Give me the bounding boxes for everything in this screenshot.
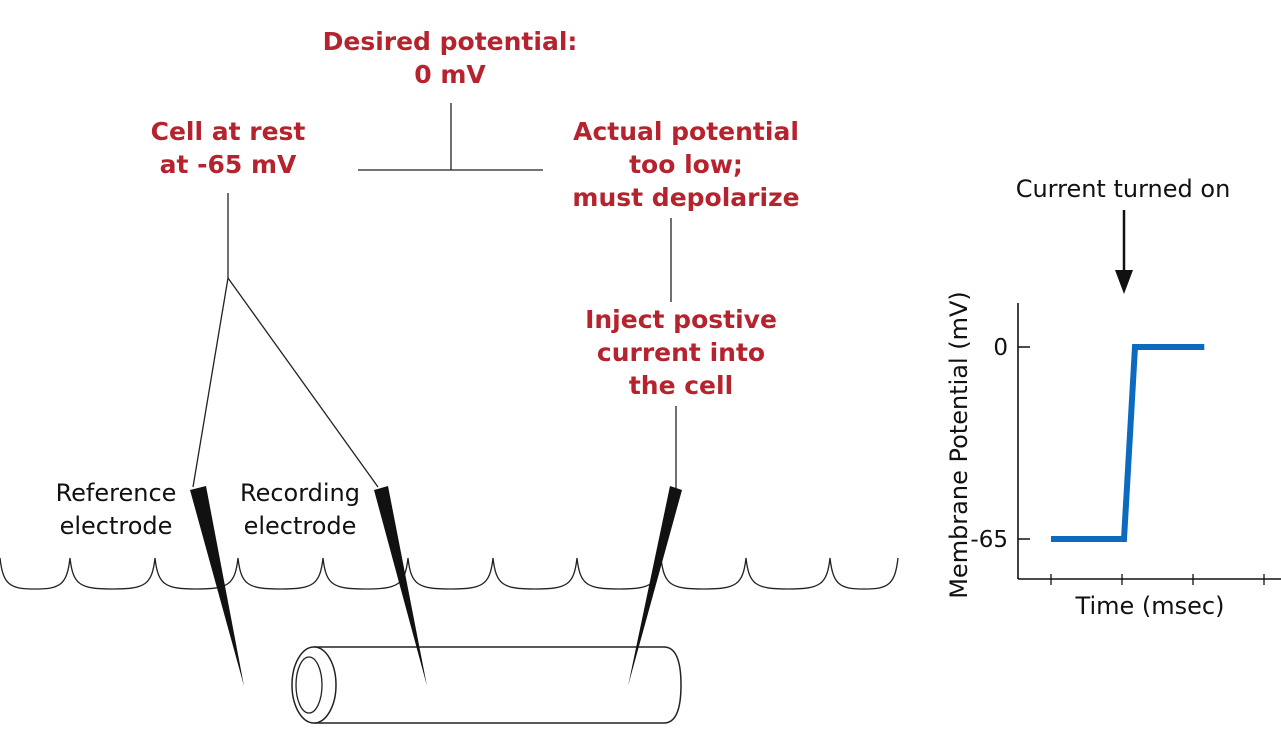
desired-potential-label-line1: Desired potential: <box>323 27 578 56</box>
comparison-bracket <box>358 103 543 171</box>
y-axis-ticks: 0 -65 <box>970 335 1030 553</box>
actual-potential-label-line3: must depolarize <box>572 183 799 212</box>
x-axis-label: Time (msec) <box>1075 592 1225 620</box>
potential-trace <box>1051 344 1205 542</box>
cell-at-rest-label-line2: at -65 mV <box>160 150 297 179</box>
connector-lines <box>192 193 677 490</box>
actual-potential-label-line1: Actual potential <box>573 117 799 146</box>
actual-potential-label-line2: too low; <box>629 150 743 179</box>
recording-electrode-label-line1: Recording <box>240 479 360 507</box>
x-axis-ticks <box>1050 574 1265 585</box>
recording-electrode <box>374 486 427 686</box>
current-electrode <box>628 486 682 686</box>
y-tick-label: 0 <box>993 335 1008 361</box>
reference-electrode <box>190 486 244 686</box>
reference-electrode-label-line2: electrode <box>60 512 173 540</box>
current-on-arrow-icon <box>1115 210 1133 294</box>
recording-electrode-label-line2: electrode <box>244 512 357 540</box>
bath-surface <box>0 557 899 590</box>
y-tick-label: -65 <box>970 527 1008 553</box>
cell-at-rest-label-line1: Cell at rest <box>151 117 306 146</box>
membrane-potential-chart: Current turned on 0 -65 Time (msec) Membr… <box>945 175 1281 620</box>
chart-axes <box>1017 303 1281 580</box>
y-axis-label: Membrane Potential (mV) <box>945 291 973 599</box>
reference-electrode-label-line1: Reference <box>56 479 177 507</box>
current-turned-on-annotation: Current turned on <box>1016 175 1231 203</box>
inject-current-label-line1: Inject postive <box>585 305 777 334</box>
inject-current-label-line3: the cell <box>629 371 733 400</box>
inject-current-label-line2: current into <box>597 338 765 367</box>
cell-cylinder <box>291 646 682 724</box>
desired-potential-label-line2: 0 mV <box>414 60 486 89</box>
